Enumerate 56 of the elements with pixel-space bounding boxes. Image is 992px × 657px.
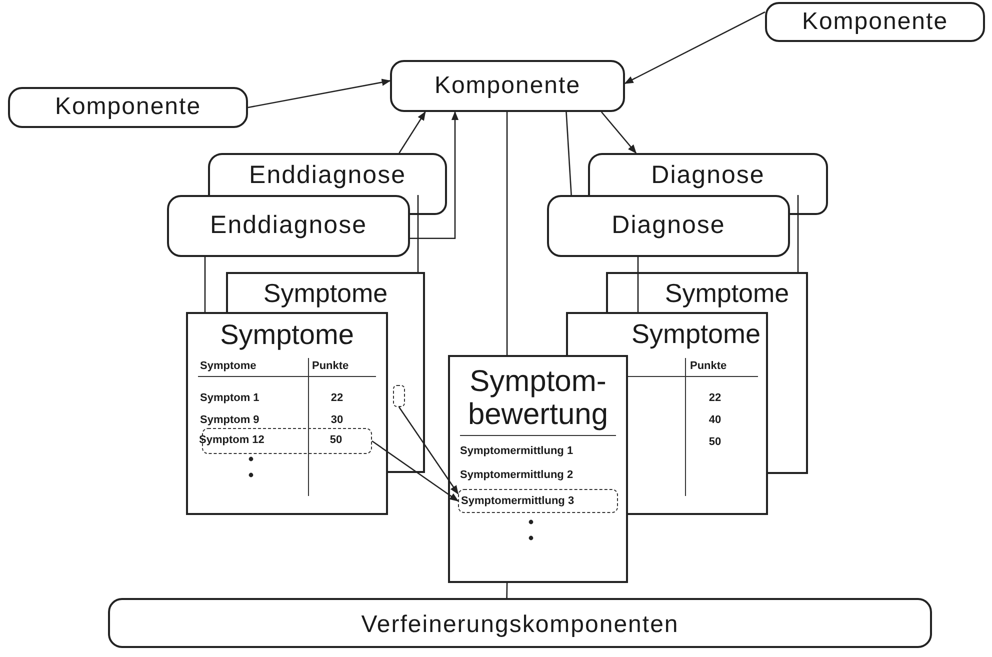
rounded-box [167,195,410,257]
node-text: Symptomermittlung 3 [461,495,576,508]
arrow [601,112,637,154]
node-title: Komponente [54,94,202,121]
node-title: Enddiagnose [209,212,368,240]
card-box [650,272,808,312]
node-text: Symptome [200,360,258,372]
rounded-box [547,195,790,257]
dashed-highlight-box [458,489,618,513]
node-text: 30 [330,414,344,426]
rounded-box [588,153,828,195]
node-text: 50 [708,436,722,448]
node-text: Symptom 12 [199,434,266,446]
node-text: Symptom 1 [200,392,260,404]
arrow [372,440,459,502]
node-text: Symptomermittlung 1 [460,445,574,458]
card-box [186,312,388,515]
connector-line [566,112,572,196]
connector-line [417,195,419,272]
arrow [410,111,459,240]
node-text: 22 [330,392,344,404]
node-title: Komponente [800,8,950,36]
node-text: Punkte [690,360,728,372]
node-title: Symptome [262,279,389,308]
node-title: Symptome [630,320,762,350]
node-title: Symptome [664,279,790,308]
rounded-box [8,87,248,128]
card-box [226,272,425,312]
arrow [398,111,426,154]
node-title: Symptome [219,320,355,351]
node-text: 40 [708,414,722,426]
connector-line [797,195,799,272]
rounded-box [108,598,932,648]
arrow [248,78,391,108]
node-title: Diagnose [650,162,766,190]
node-title: Verfeinerungskomponenten [360,612,680,638]
connector-line [204,257,206,312]
rounded-box [208,153,447,195]
rounded-box [765,2,985,42]
node-title: Enddiagnose [248,162,407,190]
node-text: 22 [708,392,722,404]
card-box [628,312,768,515]
node-text: 50 [328,434,344,446]
node-title: Diagnose [610,212,726,240]
connector-line [637,257,639,312]
node-text: Symptom 9 [200,414,260,426]
node-title: Symptom- bewertung [466,365,610,431]
node-text: Symptomermittlung 2 [460,469,574,482]
dashed-marker-box [393,385,405,407]
rounded-box [390,60,625,112]
node-title: Komponente [433,72,582,100]
node-text: Punkte [312,360,350,372]
connector-line [506,112,508,355]
connector-line [506,583,508,598]
card-box [448,355,628,583]
arrow [624,11,766,84]
